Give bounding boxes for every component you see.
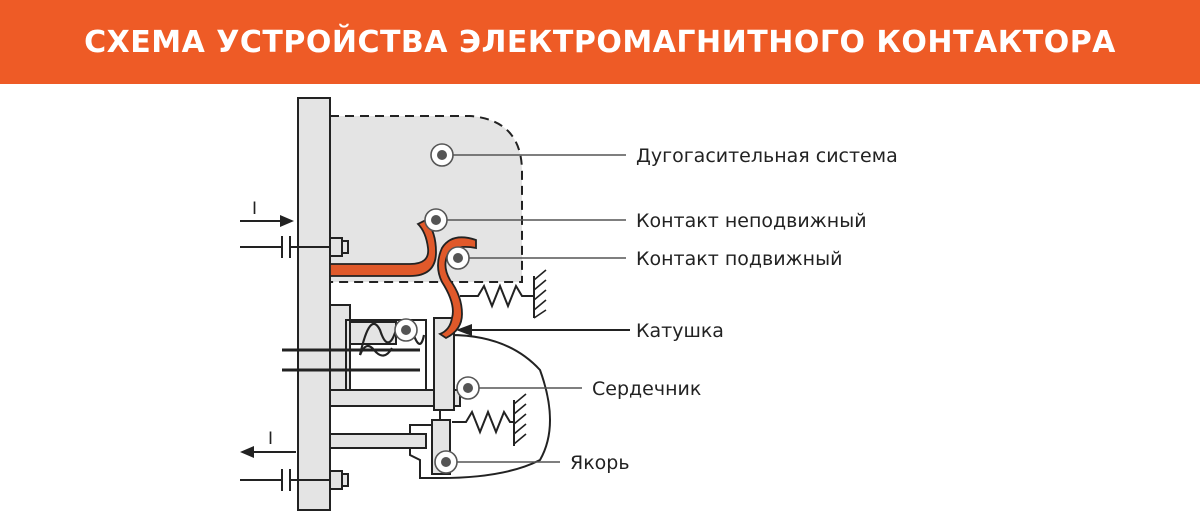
upper-terminal xyxy=(240,236,349,258)
label-fixed-contact: Контакт неподвижный xyxy=(636,210,867,232)
upper-ground-hatch xyxy=(533,269,547,319)
label-moving-contact: Контакт подвижный xyxy=(636,248,842,270)
marker-arc-system xyxy=(430,143,454,167)
core-bottom-bar xyxy=(329,389,461,407)
current-out-arrow xyxy=(240,446,296,458)
label-coil: Катушка xyxy=(636,320,724,342)
current-in-label: I xyxy=(252,199,257,219)
label-arc-system: Дугогасительная система xyxy=(636,145,898,167)
core-block xyxy=(349,321,397,345)
lower-terminal-bar xyxy=(329,433,427,449)
current-in-arrow xyxy=(240,215,294,227)
lower-spring xyxy=(452,409,514,435)
marker-moving-contact xyxy=(446,246,470,270)
moving-contact xyxy=(437,236,477,340)
lower-terminal xyxy=(240,469,349,491)
label-core: Сердечник xyxy=(592,378,701,400)
label-armature: Якорь xyxy=(570,452,630,474)
marker-coil xyxy=(394,318,418,342)
marker-armature xyxy=(434,450,458,474)
leader-lines xyxy=(436,154,626,463)
current-out-label: I xyxy=(268,429,273,449)
coil-pointer-arrowhead xyxy=(456,324,472,336)
lower-ground-hatch xyxy=(513,393,527,445)
armature-lever xyxy=(433,317,455,411)
base-plate xyxy=(297,97,331,511)
page-title: СХЕМА УСТРОЙСТВА ЭЛЕКТРОМАГНИТНОГО КОНТА… xyxy=(84,24,1116,60)
title-banner: СХЕМА УСТРОЙСТВА ЭЛЕКТРОМАГНИТНОГО КОНТА… xyxy=(0,0,1200,84)
coil-leads xyxy=(282,348,420,372)
upper-spring xyxy=(460,283,534,309)
marker-fixed-contact xyxy=(424,208,448,232)
marker-core xyxy=(456,376,480,400)
